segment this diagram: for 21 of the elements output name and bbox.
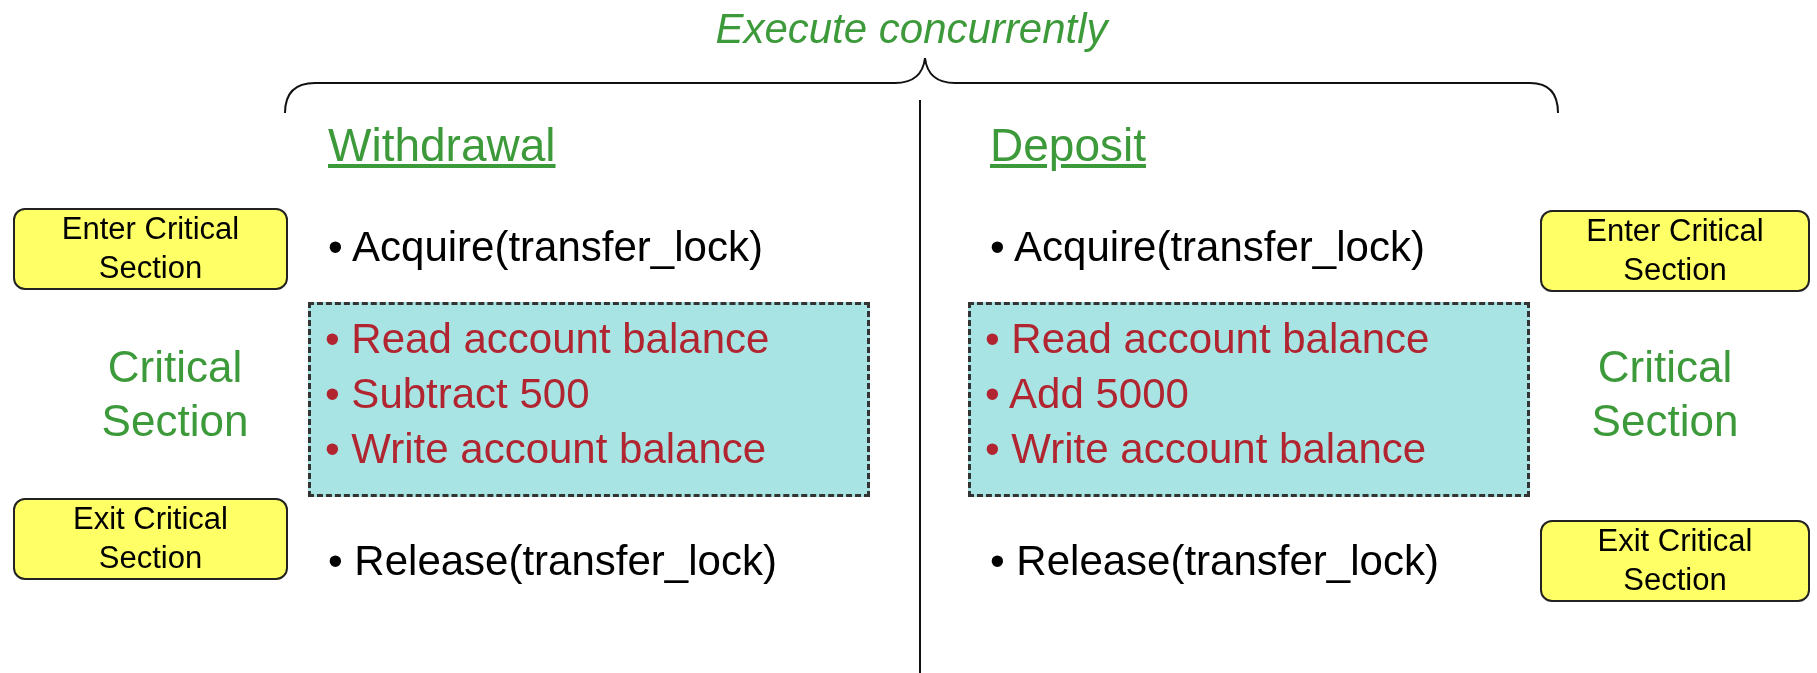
list-item: • Acquire(transfer_lock) [990, 223, 1425, 271]
list-item: • Add 5000 [985, 369, 1189, 419]
highlight-box [308, 302, 870, 497]
list-item: • Write account balance [985, 424, 1427, 474]
section-label: Critical Section [100, 341, 250, 447]
label-box: Enter Critical Section [1540, 210, 1810, 292]
list-item: • Read account balance [325, 314, 770, 364]
list-item: • Subtract 500 [325, 369, 590, 419]
section-label: Critical Section [1590, 341, 1740, 447]
title: Execute concurrently [714, 5, 1111, 53]
highlight-box [968, 302, 1530, 497]
column-heading: Withdrawal [328, 118, 556, 172]
column-heading: Deposit [990, 118, 1146, 172]
list-item: • Release(transfer_lock) [328, 537, 777, 585]
list-item: • Acquire(transfer_lock) [328, 223, 763, 271]
list-item: • Read account balance [985, 314, 1430, 364]
list-item: • Release(transfer_lock) [990, 537, 1439, 585]
list-item: • Write account balance [325, 424, 767, 474]
label-box: Exit Critical Section [13, 498, 288, 580]
label-box: Exit Critical Section [1540, 520, 1810, 602]
label-box: Enter Critical Section [13, 208, 288, 290]
